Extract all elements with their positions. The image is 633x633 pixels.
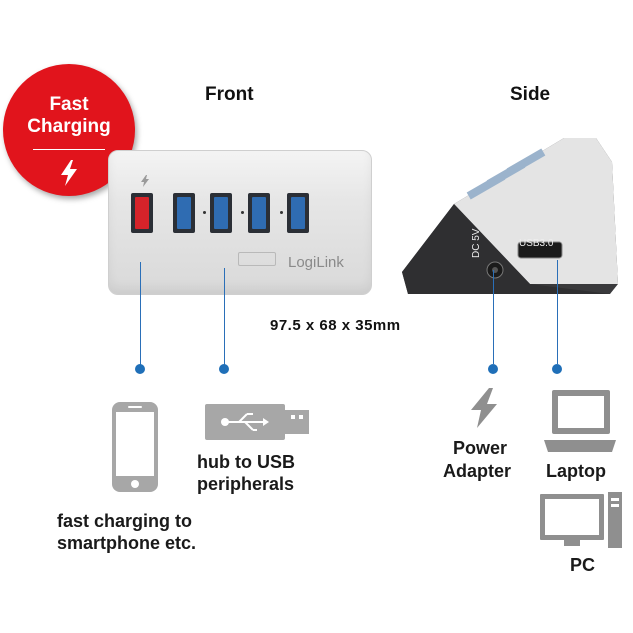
lightning-icon (61, 160, 77, 186)
badge-line-2: Charging (27, 116, 111, 137)
lightning-icon (471, 388, 497, 428)
connector-line (224, 268, 225, 366)
led-dot (280, 211, 283, 214)
side-heading: Side (510, 84, 551, 105)
lightning-icon (141, 175, 149, 187)
caption-pc: PC (570, 555, 596, 575)
usb-port-4 (287, 193, 309, 233)
caption-fast-line1: fast charging to (57, 511, 193, 531)
charging-port (131, 193, 153, 233)
caption-fast-line2: smartphone etc. (57, 533, 197, 553)
brand-logo: LogiLink (288, 254, 344, 271)
badge-line-1: Fast (49, 94, 89, 115)
dc-label: DC 5V (471, 228, 482, 258)
usb-port-1 (173, 193, 195, 233)
caption-power-line2: Adapter (443, 461, 512, 481)
smartphone-icon (112, 402, 158, 492)
connector-line (493, 270, 494, 364)
led-dot (203, 211, 206, 214)
laptop-icon (544, 390, 616, 452)
connector-dot (135, 364, 145, 374)
badge-divider (33, 149, 105, 150)
desktop-pc-icon (540, 492, 622, 548)
usb3-label: USB3.0 (519, 238, 554, 249)
usb-stick-icon (205, 404, 309, 440)
superspeed-logo (238, 252, 276, 266)
caption-laptop: Laptop (546, 461, 606, 481)
usb-hub-side (402, 138, 618, 294)
caption-power-line1: Power (453, 438, 508, 458)
connector-line (557, 260, 558, 364)
connector-line (140, 262, 141, 366)
led-dot (241, 211, 244, 214)
connector-dot (488, 364, 498, 374)
caption-hub-line1: hub to USB (197, 452, 295, 472)
usb-hub-front (108, 150, 372, 295)
usb-port-3 (248, 193, 270, 233)
dimensions-text: 97.5 x 68 x 35mm (270, 317, 401, 334)
usb-port-2 (210, 193, 232, 233)
fast-charging-badge: Fast Charging (3, 64, 135, 196)
caption-hub-line2: peripherals (197, 474, 295, 494)
connector-dot (552, 364, 562, 374)
front-heading: Front (205, 84, 254, 105)
connector-dot (219, 364, 229, 374)
